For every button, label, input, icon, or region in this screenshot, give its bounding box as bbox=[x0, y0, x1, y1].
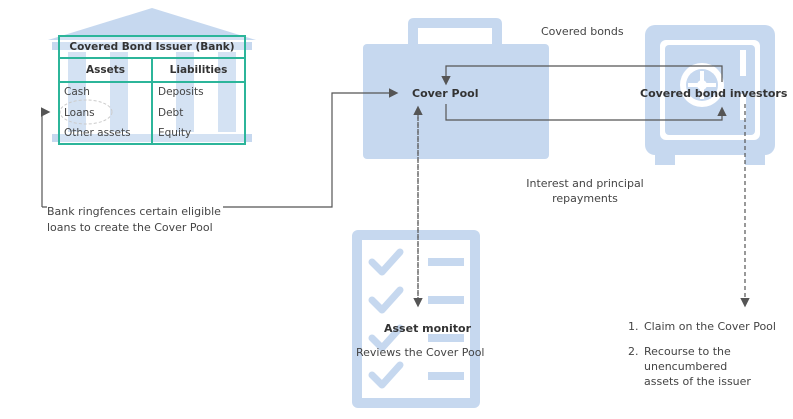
investors-label: Covered bond investors bbox=[640, 87, 788, 100]
asset-monitor-desc: Reviews the Cover Pool bbox=[356, 346, 485, 359]
asset-monitor-label: Asset monitor bbox=[384, 322, 472, 335]
safe-icon bbox=[645, 25, 775, 165]
asset-loans: Loans bbox=[64, 107, 95, 119]
covered-bonds-label: Covered bonds bbox=[541, 25, 624, 38]
ringfence-arrow-left bbox=[40, 107, 51, 207]
interest-arrow bbox=[445, 104, 727, 121]
briefcase-icon bbox=[363, 18, 549, 159]
liability-debt: Debt bbox=[158, 107, 184, 119]
interest-label-line2: repayments bbox=[552, 192, 618, 205]
issuer-balance-sheet: Covered Bond Issuer (Bank) Assets Liabil… bbox=[58, 35, 246, 145]
liability-deposits: Deposits bbox=[158, 86, 204, 98]
liabilities-header: Liabilities bbox=[169, 64, 228, 76]
cover-pool-label: Cover Pool bbox=[412, 87, 479, 100]
loans-highlight bbox=[59, 99, 113, 125]
covered-bonds-arrow bbox=[441, 65, 723, 86]
interest-label-line1: Interest and principal bbox=[526, 177, 644, 190]
claim-2-num: 2. bbox=[628, 345, 639, 358]
claim-1-text: Claim on the Cover Pool bbox=[644, 320, 776, 333]
issuer-title: Covered Bond Issuer (Bank) bbox=[60, 37, 244, 59]
claim-1-num: 1. bbox=[628, 320, 639, 333]
asset-cash: Cash bbox=[64, 86, 90, 98]
checklist-icon bbox=[352, 230, 480, 408]
liability-equity: Equity bbox=[158, 127, 192, 139]
assets-header: Assets bbox=[85, 64, 126, 76]
asset-other: Other assets bbox=[64, 127, 131, 139]
ringfence-label-line2: loans to create the Cover Pool bbox=[47, 221, 213, 234]
ringfence-label-line1: Bank ringfences certain eligible bbox=[47, 204, 223, 219]
claim-2-text: Recourse to the unencumbered assets of t… bbox=[644, 345, 751, 388]
